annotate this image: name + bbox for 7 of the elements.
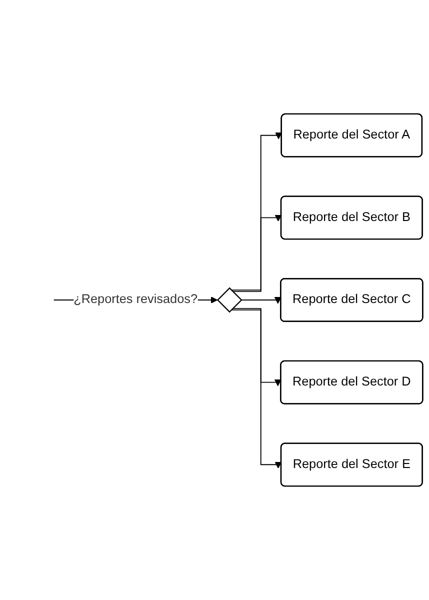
edge-label: ¿Reportes revisados?: [74, 292, 198, 306]
arrow: [230, 132, 282, 291]
arrow: [232, 214, 282, 292]
arrow: [230, 309, 282, 468]
arrow: [240, 296, 282, 304]
node-diamond: [216, 287, 242, 313]
arrow: [232, 308, 282, 386]
